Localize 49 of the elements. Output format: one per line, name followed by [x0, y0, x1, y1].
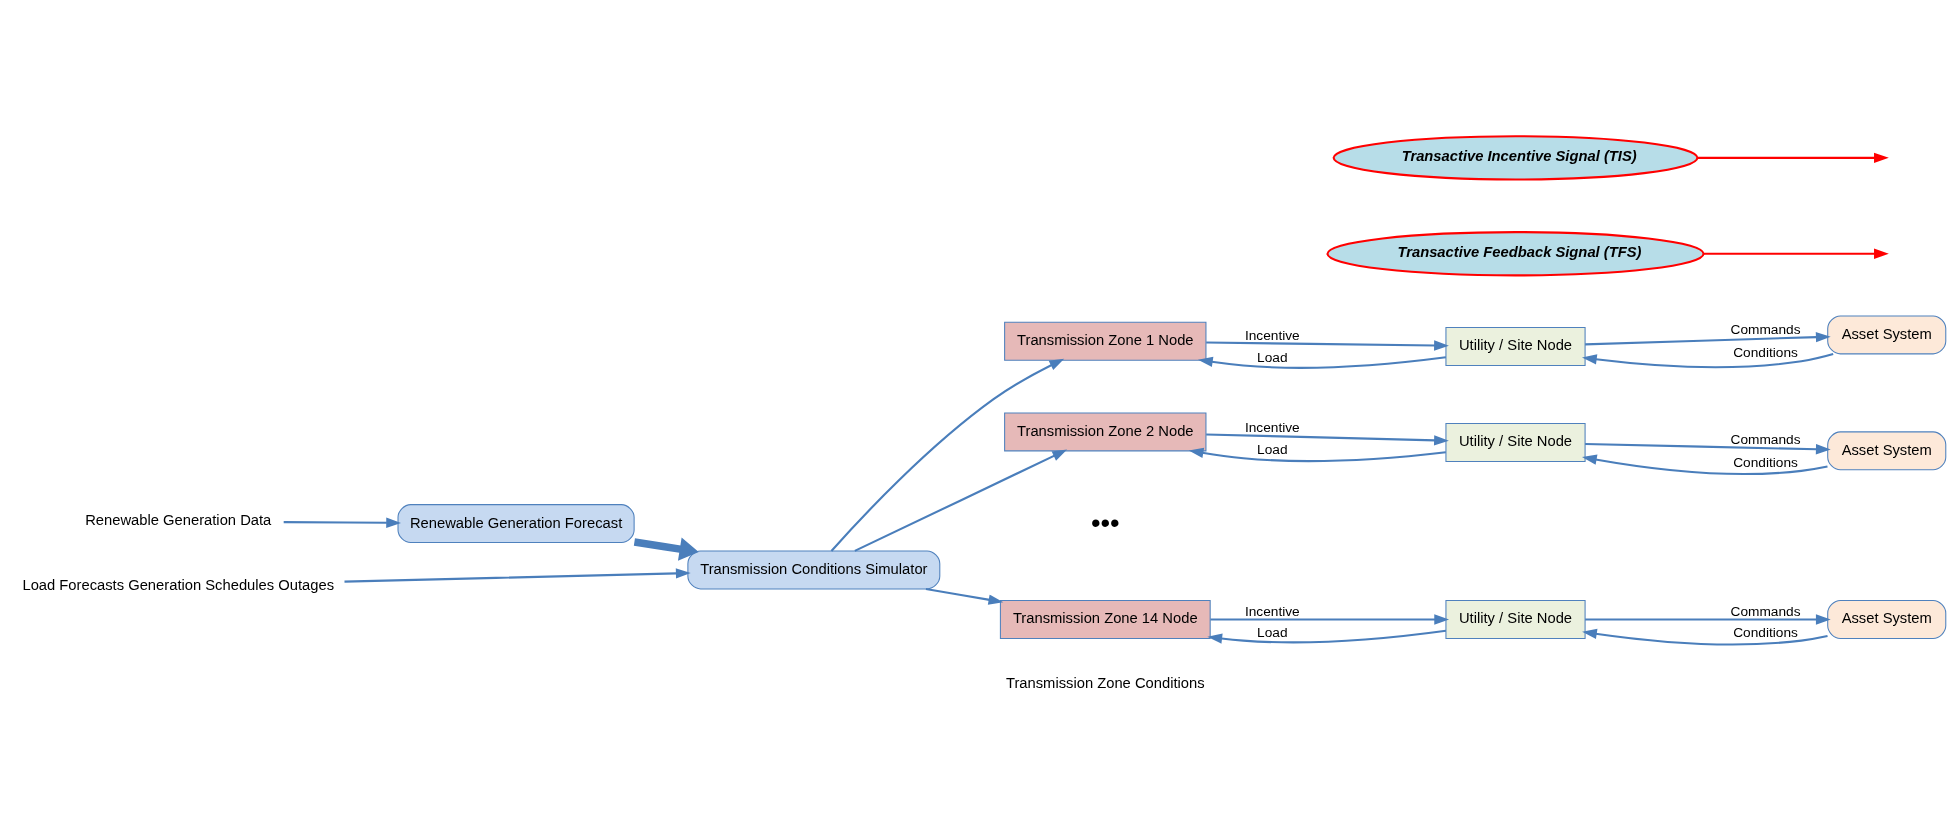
- label: Transmission Zone Conditions: [1005, 674, 1205, 691]
- arrow: [1206, 340, 1449, 351]
- arrow: [854, 449, 1068, 552]
- edge-label: Load: [1257, 349, 1288, 365]
- edge-label: Incentive: [1244, 327, 1300, 343]
- node-ellipse: Transactive Incentive Signal (TIS): [1332, 135, 1699, 181]
- edge-label: Load: [1257, 624, 1288, 640]
- node-box: Utility / Site Node: [1445, 600, 1586, 639]
- node-box: Utility / Site Node: [1445, 422, 1586, 462]
- node-box: Transmission Zone 2 Node: [1004, 412, 1207, 452]
- edge-label: Conditions: [1733, 455, 1798, 471]
- arrow: [830, 358, 1065, 552]
- arrow: [1582, 628, 1828, 646]
- arrow: [925, 587, 1004, 605]
- arrow: [1585, 331, 1831, 346]
- arrow: [1585, 442, 1831, 455]
- edge-label: Commands: [1730, 603, 1801, 619]
- arrow: [633, 537, 699, 561]
- arrow: [1188, 447, 1446, 463]
- edge-label: Incentive: [1244, 603, 1300, 619]
- edge-label: Commands: [1730, 322, 1801, 338]
- node-box: Transmission Zone 14 Node: [999, 600, 1211, 639]
- node-box: Asset System: [1827, 431, 1947, 471]
- node-box: Transmission Conditions Simulator: [687, 550, 941, 590]
- arrow: [344, 568, 691, 583]
- edge-label: Conditions: [1733, 624, 1798, 640]
- arrow: [1585, 614, 1831, 625]
- arrow: [1207, 629, 1447, 644]
- arrow: [283, 517, 401, 528]
- arrow: [1582, 454, 1828, 475]
- node-ellipse: Transactive Feedback Signal (TFS): [1326, 231, 1705, 277]
- arrow: [1582, 353, 1834, 369]
- node-text: Load Forecasts Generation Schedules Outages: [22, 576, 335, 593]
- arrow: [1210, 614, 1450, 625]
- arrow: [1206, 433, 1449, 446]
- edge-label: Incentive: [1244, 420, 1300, 436]
- arrow: [1197, 356, 1447, 369]
- node-box: Asset System: [1827, 600, 1947, 639]
- node-text: Renewable Generation Data: [85, 512, 272, 529]
- node-box: Asset System: [1827, 315, 1947, 355]
- edge-label: Conditions: [1733, 345, 1798, 361]
- edge-label: Commands: [1730, 431, 1801, 447]
- label: •••: [1090, 507, 1120, 539]
- arrow: [1703, 248, 1889, 259]
- arrow: [1697, 152, 1889, 163]
- node-box: Transmission Zone 1 Node: [1004, 321, 1207, 361]
- node-box: Renewable Generation Forecast: [397, 504, 635, 544]
- node-box: Utility / Site Node: [1445, 327, 1586, 366]
- edge-label: Load: [1257, 442, 1288, 458]
